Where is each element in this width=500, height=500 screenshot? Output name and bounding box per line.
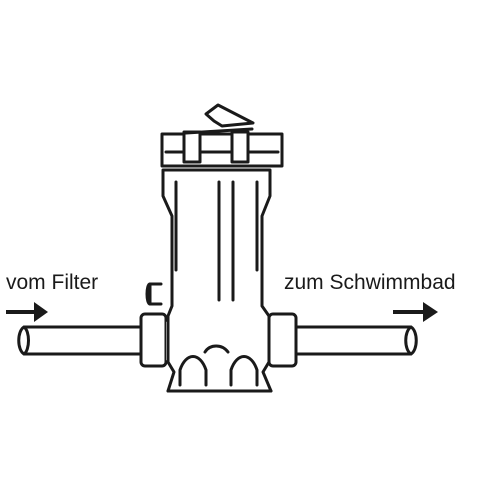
inlet-pipe	[17, 325, 145, 356]
outlet-pipe	[293, 325, 418, 356]
inlet-label: vom Filter	[6, 271, 99, 294]
chlorinator-lid	[160, 103, 284, 168]
inlet-arrow-icon	[6, 302, 48, 322]
outlet-arrow-icon	[393, 302, 438, 322]
adjustment-knob	[145, 282, 163, 306]
outlet-label: zum Schwimmbad	[284, 271, 456, 294]
chlorinator-body	[161, 168, 273, 393]
